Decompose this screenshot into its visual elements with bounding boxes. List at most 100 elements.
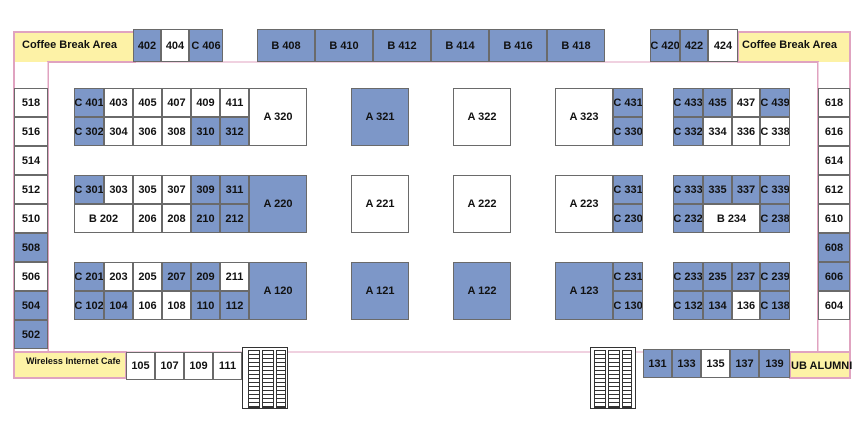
booth-c-239[interactable]: C 239 <box>760 262 790 291</box>
booth-a-222[interactable]: A 222 <box>453 175 511 233</box>
booth-608[interactable]: 608 <box>818 233 850 262</box>
booth-b-410[interactable]: B 410 <box>315 29 373 62</box>
booth-c-333[interactable]: C 333 <box>673 175 703 204</box>
booth-422[interactable]: 422 <box>680 29 708 62</box>
booth-435[interactable]: 435 <box>703 88 732 117</box>
booth-424[interactable]: 424 <box>708 29 738 62</box>
booth-309[interactable]: 309 <box>191 175 220 204</box>
booth-618[interactable]: 618 <box>818 88 850 117</box>
booth-306[interactable]: 306 <box>133 117 162 146</box>
booth-c-420[interactable]: C 420 <box>650 29 680 62</box>
booth-c-201[interactable]: C 201 <box>74 262 104 291</box>
booth-305[interactable]: 305 <box>133 175 162 204</box>
booth-612[interactable]: 612 <box>818 175 850 204</box>
booth-437[interactable]: 437 <box>732 88 760 117</box>
booth-407[interactable]: 407 <box>162 88 191 117</box>
booth-307[interactable]: 307 <box>162 175 191 204</box>
booth-a-223[interactable]: A 223 <box>555 175 613 233</box>
booth-606[interactable]: 606 <box>818 262 850 291</box>
booth-a-321[interactable]: A 321 <box>351 88 409 146</box>
booth-c-301[interactable]: C 301 <box>74 175 104 204</box>
booth-508[interactable]: 508 <box>14 233 48 262</box>
booth-c-330[interactable]: C 330 <box>613 117 643 146</box>
booth-c-331[interactable]: C 331 <box>613 175 643 204</box>
booth-502[interactable]: 502 <box>14 320 48 349</box>
booth-506[interactable]: 506 <box>14 262 48 291</box>
booth-111[interactable]: 111 <box>213 352 242 380</box>
booth-c-130[interactable]: C 130 <box>613 291 643 320</box>
booth-614[interactable]: 614 <box>818 146 850 175</box>
booth-131[interactable]: 131 <box>643 349 672 378</box>
booth-b-416[interactable]: B 416 <box>489 29 547 62</box>
booth-203[interactable]: 203 <box>104 262 133 291</box>
booth-135[interactable]: 135 <box>701 349 730 378</box>
booth-210[interactable]: 210 <box>191 204 220 233</box>
booth-a-320[interactable]: A 320 <box>249 88 307 146</box>
booth-208[interactable]: 208 <box>162 204 191 233</box>
booth-235[interactable]: 235 <box>703 262 732 291</box>
booth-106[interactable]: 106 <box>133 291 162 320</box>
booth-c-102[interactable]: C 102 <box>74 291 104 320</box>
booth-c-339[interactable]: C 339 <box>760 175 790 204</box>
booth-137[interactable]: 137 <box>730 349 759 378</box>
booth-c-238[interactable]: C 238 <box>760 204 790 233</box>
booth-237[interactable]: 237 <box>732 262 760 291</box>
booth-b-408[interactable]: B 408 <box>257 29 315 62</box>
booth-a-122[interactable]: A 122 <box>453 262 511 320</box>
booth-212[interactable]: 212 <box>220 204 249 233</box>
booth-411[interactable]: 411 <box>220 88 249 117</box>
booth-105[interactable]: 105 <box>126 352 155 380</box>
booth-b-414[interactable]: B 414 <box>431 29 489 62</box>
booth-403[interactable]: 403 <box>104 88 133 117</box>
booth-518[interactable]: 518 <box>14 88 48 117</box>
booth-610[interactable]: 610 <box>818 204 850 233</box>
booth-c-302[interactable]: C 302 <box>74 117 104 146</box>
booth-335[interactable]: 335 <box>703 175 732 204</box>
booth-211[interactable]: 211 <box>220 262 249 291</box>
booth-337[interactable]: 337 <box>732 175 760 204</box>
booth-a-220[interactable]: A 220 <box>249 175 307 233</box>
booth-c-401[interactable]: C 401 <box>74 88 104 117</box>
booth-a-123[interactable]: A 123 <box>555 262 613 320</box>
booth-304[interactable]: 304 <box>104 117 133 146</box>
booth-a-322[interactable]: A 322 <box>453 88 511 146</box>
booth-a-221[interactable]: A 221 <box>351 175 409 233</box>
booth-512[interactable]: 512 <box>14 175 48 204</box>
booth-b-412[interactable]: B 412 <box>373 29 431 62</box>
booth-c-132[interactable]: C 132 <box>673 291 703 320</box>
booth-207[interactable]: 207 <box>162 262 191 291</box>
booth-308[interactable]: 308 <box>162 117 191 146</box>
booth-c-338[interactable]: C 338 <box>760 117 790 146</box>
booth-c-138[interactable]: C 138 <box>760 291 790 320</box>
booth-c-431[interactable]: C 431 <box>613 88 643 117</box>
booth-310[interactable]: 310 <box>191 117 220 146</box>
booth-107[interactable]: 107 <box>155 352 184 380</box>
booth-206[interactable]: 206 <box>133 204 162 233</box>
booth-a-323[interactable]: A 323 <box>555 88 613 146</box>
booth-110[interactable]: 110 <box>191 291 220 320</box>
booth-b-418[interactable]: B 418 <box>547 29 605 62</box>
booth-404[interactable]: 404 <box>161 29 189 62</box>
booth-133[interactable]: 133 <box>672 349 701 378</box>
booth-108[interactable]: 108 <box>162 291 191 320</box>
booth-402[interactable]: 402 <box>133 29 161 62</box>
booth-c-233[interactable]: C 233 <box>673 262 703 291</box>
booth-b-202[interactable]: B 202 <box>74 204 133 233</box>
booth-303[interactable]: 303 <box>104 175 133 204</box>
booth-504[interactable]: 504 <box>14 291 48 320</box>
booth-409[interactable]: 409 <box>191 88 220 117</box>
booth-510[interactable]: 510 <box>14 204 48 233</box>
booth-334[interactable]: 334 <box>703 117 732 146</box>
booth-516[interactable]: 516 <box>14 117 48 146</box>
booth-104[interactable]: 104 <box>104 291 133 320</box>
booth-209[interactable]: 209 <box>191 262 220 291</box>
booth-c-231[interactable]: C 231 <box>613 262 643 291</box>
booth-604[interactable]: 604 <box>818 291 850 320</box>
booth-109[interactable]: 109 <box>184 352 213 380</box>
booth-c-433[interactable]: C 433 <box>673 88 703 117</box>
booth-a-120[interactable]: A 120 <box>249 262 307 320</box>
booth-311[interactable]: 311 <box>220 175 249 204</box>
booth-205[interactable]: 205 <box>133 262 162 291</box>
booth-b-234[interactable]: B 234 <box>703 204 760 233</box>
booth-c-406[interactable]: C 406 <box>189 29 223 62</box>
